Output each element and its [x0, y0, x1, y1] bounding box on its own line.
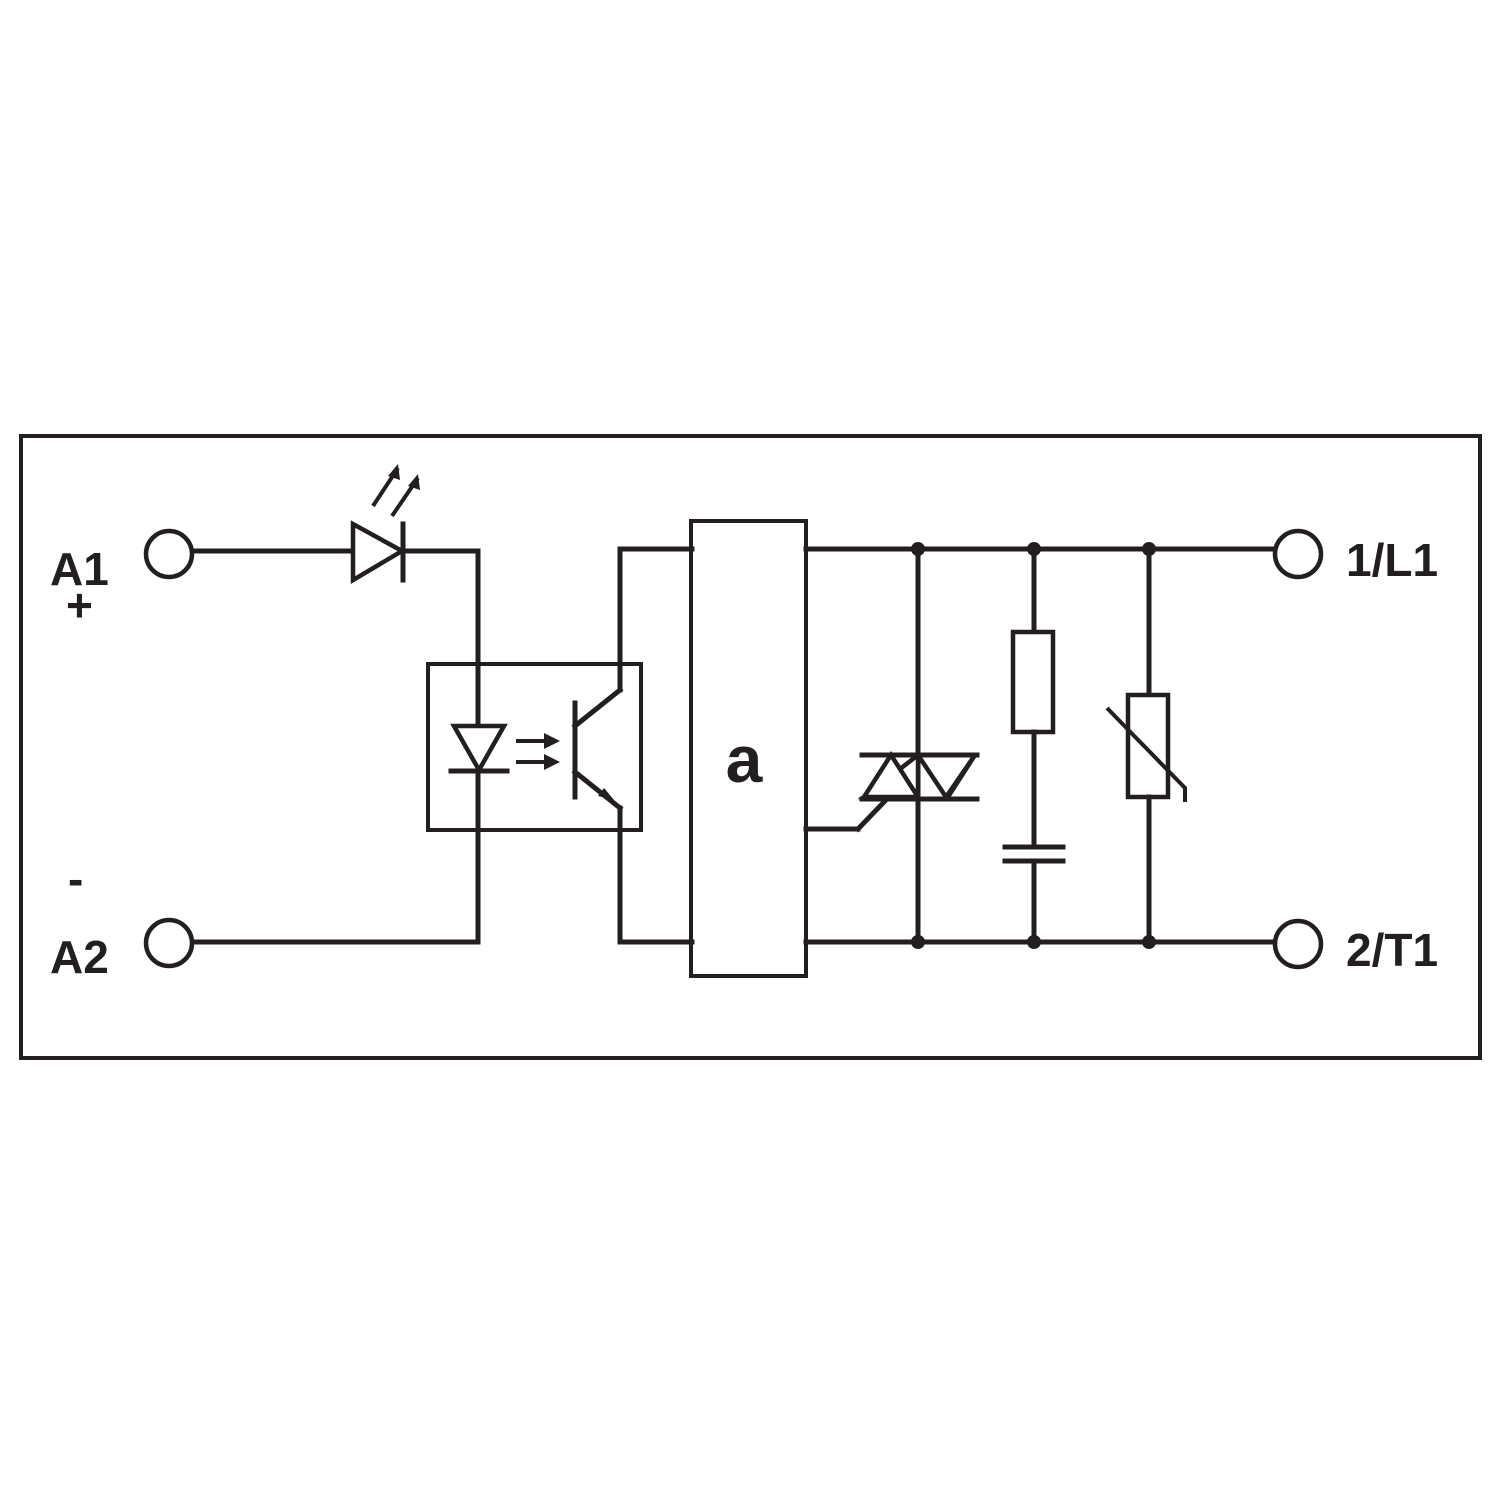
logic-block-label: a: [726, 722, 764, 796]
varistor-icon: [1105, 546, 1187, 945]
outer-frame: [19, 434, 1482, 1060]
terminal-l1-label: 1/L1: [1346, 534, 1438, 586]
resistor-icon: [1010, 629, 1056, 735]
terminal-l1-icon: [1272, 528, 1324, 580]
output-bus: [803, 546, 1278, 945]
indicator-led-icon: [350, 464, 420, 584]
input-wiring: [189, 548, 481, 945]
terminal-a1-icon: [143, 528, 195, 580]
terminal-a2-sign: -: [68, 853, 83, 905]
terminal-t1-icon: [1272, 918, 1324, 970]
control-wiring: [617, 546, 695, 945]
logic-block: [689, 519, 808, 978]
terminal-t1-label: 2/T1: [1346, 924, 1438, 976]
terminal-a1-label: A1: [50, 543, 109, 595]
triac-icon: [803, 546, 980, 945]
junction-dots: [911, 542, 1156, 949]
rc-snubber: [1002, 546, 1066, 945]
terminal-a1-sign: +: [66, 579, 93, 631]
terminal-a2-label: A2: [50, 931, 109, 983]
optocoupler: [426, 546, 643, 945]
terminal-a2-icon: [143, 917, 195, 969]
